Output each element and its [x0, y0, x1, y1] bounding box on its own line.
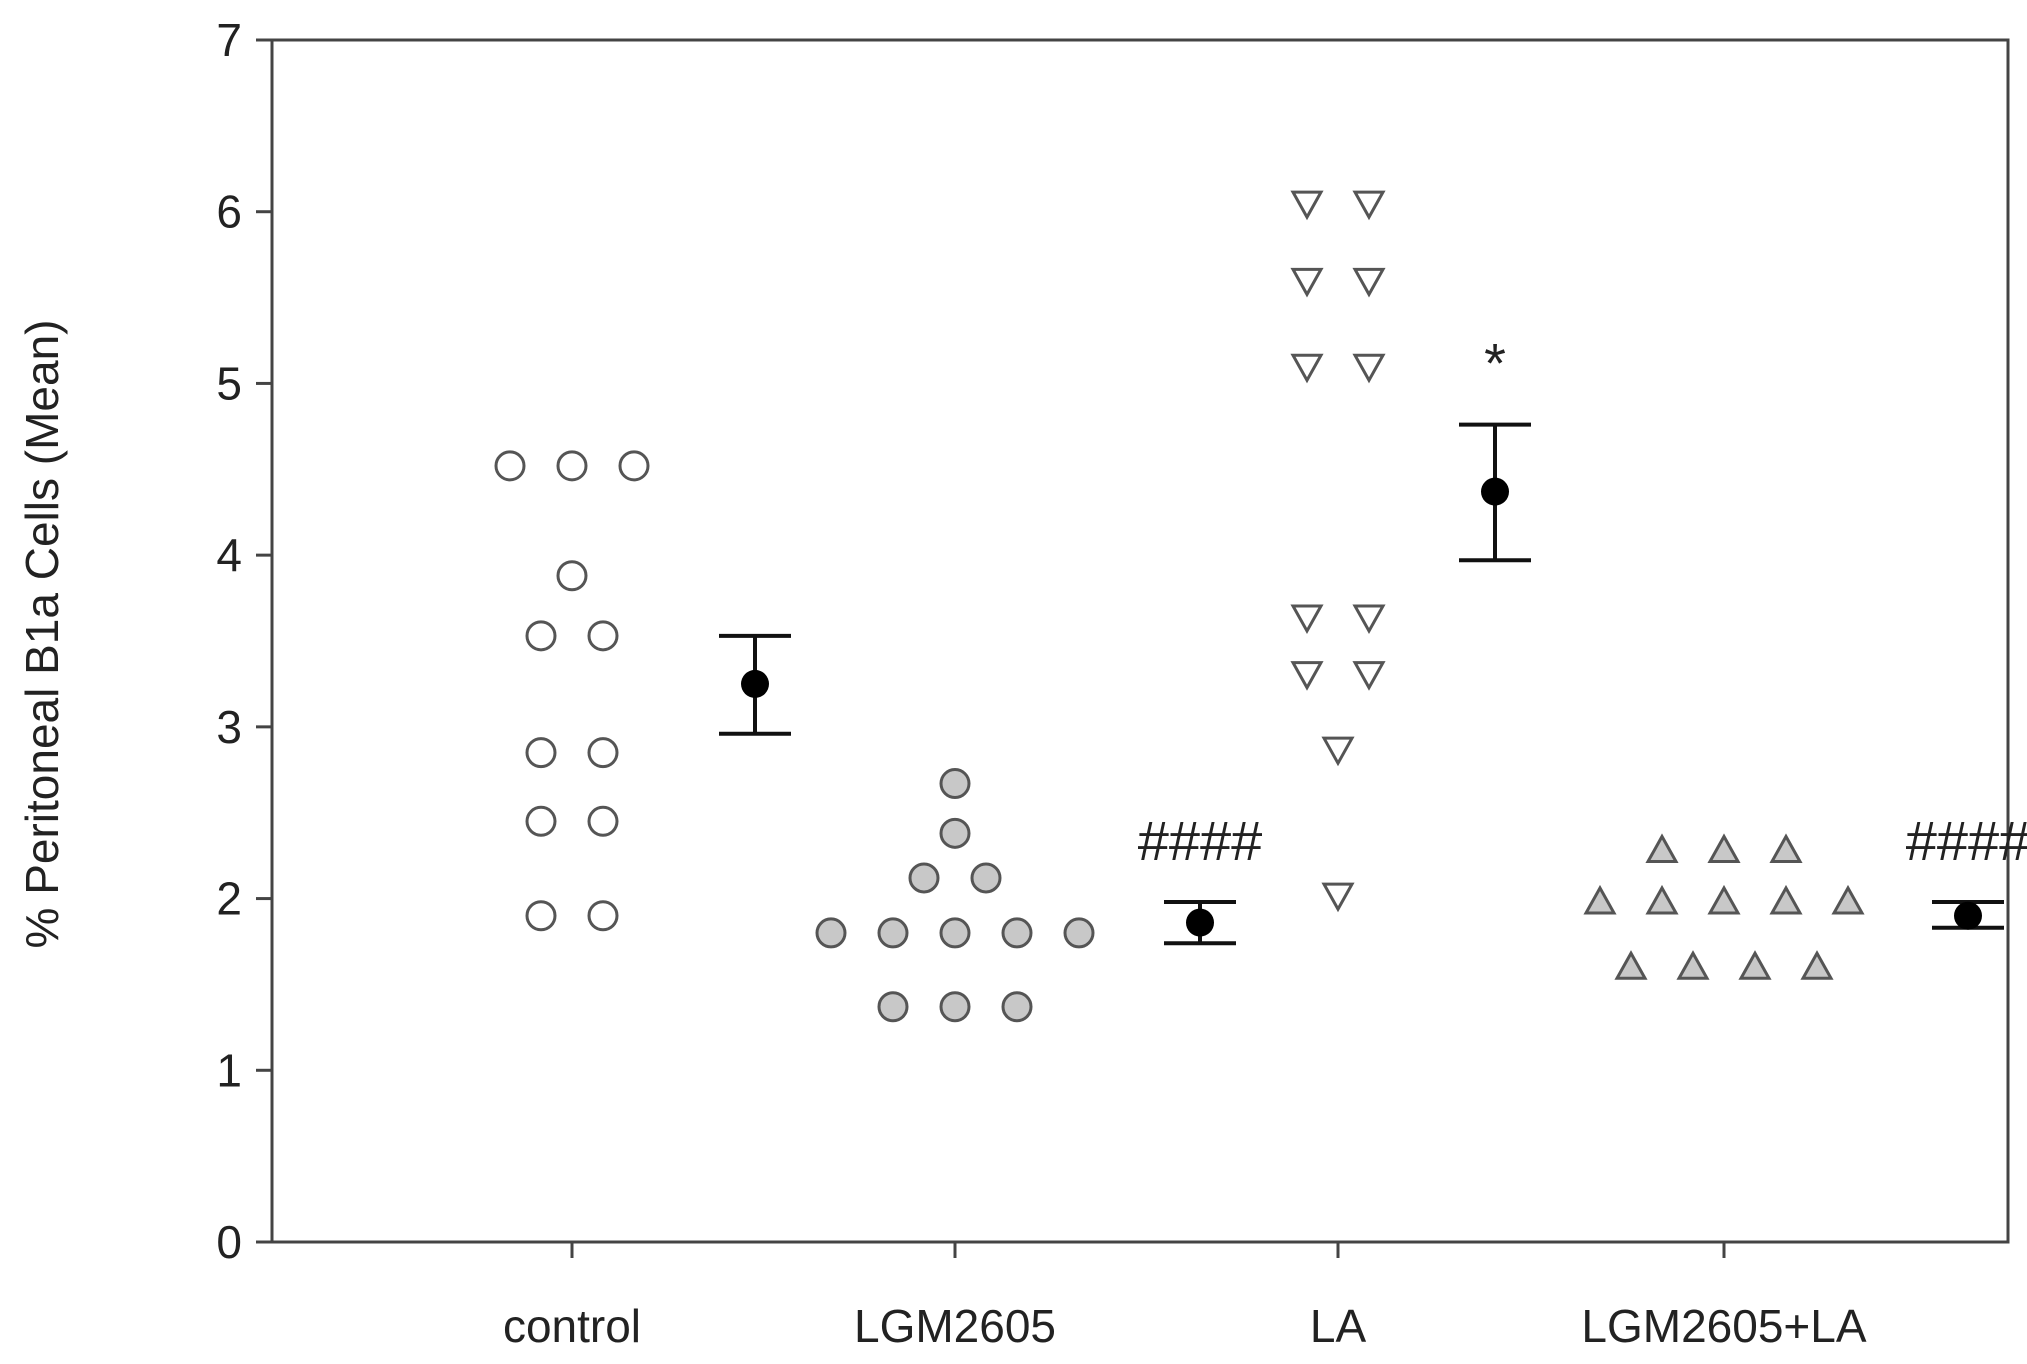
data-point [556, 450, 588, 482]
data-point [1769, 884, 1803, 915]
data-point [1676, 950, 1710, 980]
data-point [1645, 833, 1679, 863]
data-point [939, 917, 971, 949]
x-category-label: LGM2605+LA [1581, 1300, 1866, 1352]
mean-point [1481, 477, 1509, 506]
data-point [556, 560, 588, 592]
y-tick-label: 6 [216, 186, 242, 238]
data-point [1738, 950, 1772, 980]
data-point [1352, 604, 1386, 635]
y-tick-label: 2 [216, 873, 242, 925]
data-point [525, 620, 557, 652]
y-tick-label: 7 [216, 14, 242, 66]
significance-annotation: #### [1138, 809, 1263, 872]
data-point [525, 737, 557, 769]
data-point [1290, 661, 1324, 691]
data-point [939, 768, 971, 800]
data-point [525, 900, 557, 932]
data-point [1614, 950, 1648, 980]
y-tick-label: 1 [216, 1044, 242, 1096]
data-marks [494, 190, 1865, 1023]
data-point [1352, 267, 1386, 298]
data-point [1290, 353, 1324, 384]
data-point [618, 450, 650, 482]
data-point [1290, 604, 1324, 635]
data-point [1769, 833, 1803, 863]
data-point [587, 900, 619, 932]
data-point [908, 862, 940, 894]
data-point [1583, 884, 1617, 915]
data-point [494, 450, 526, 482]
data-point [1800, 950, 1834, 980]
plot-frame [270, 38, 2010, 1244]
data-point [525, 805, 557, 837]
mean-point [1186, 908, 1214, 937]
data-point [1001, 917, 1033, 949]
data-point [1001, 991, 1033, 1023]
data-point [815, 917, 847, 949]
data-point [1352, 353, 1386, 384]
y-tick-label: 0 [216, 1216, 242, 1268]
data-point [1707, 833, 1741, 863]
data-point [1290, 267, 1324, 298]
x-category-label: LA [1310, 1300, 1367, 1352]
data-point [1707, 884, 1741, 915]
mean-point [741, 669, 769, 698]
data-point [939, 991, 971, 1023]
data-point [877, 917, 909, 949]
data-point [1831, 884, 1865, 915]
data-point [587, 737, 619, 769]
data-point [1063, 917, 1095, 949]
data-point [1645, 884, 1679, 915]
x-category-label: LGM2605 [854, 1300, 1056, 1352]
data-point [587, 805, 619, 837]
data-point [1352, 661, 1386, 691]
significance-annotation: * [1484, 332, 1506, 395]
axes: 0 1 2 3 4 5 6 7 control LGM2605 LA LGM2605+LA [216, 14, 2010, 1352]
y-tick-label: 3 [216, 701, 242, 753]
data-point [970, 862, 1002, 894]
data-point [1352, 190, 1386, 221]
data-point [587, 620, 619, 652]
data-point [1290, 190, 1324, 221]
data-point [877, 991, 909, 1023]
y-tick-label: 5 [216, 357, 242, 409]
significance-annotation: #### [1906, 809, 2027, 872]
x-category-label: control [503, 1300, 641, 1352]
data-point [1321, 736, 1355, 767]
mean-error-bars: #### * #### [719, 332, 2027, 946]
mean-point [1954, 901, 1982, 930]
data-point [1321, 882, 1355, 913]
data-point [939, 817, 971, 849]
y-axis-title: % Peritoneal B1a Cells (Mean) [16, 320, 68, 949]
y-tick-label: 4 [216, 529, 242, 581]
